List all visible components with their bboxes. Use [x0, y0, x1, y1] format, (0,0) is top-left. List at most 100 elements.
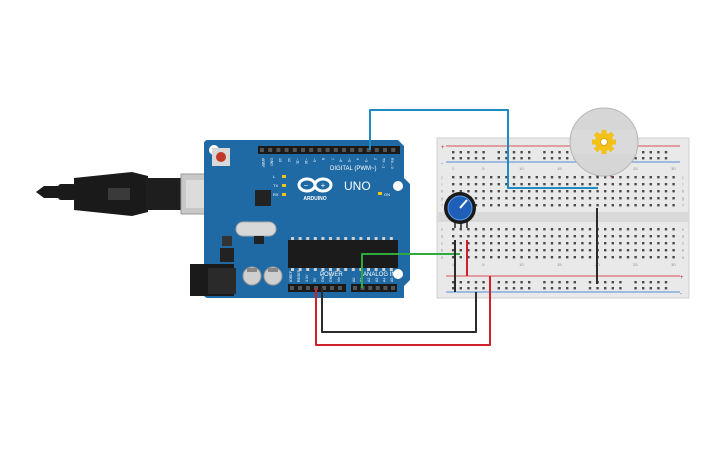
breadboard-hole[interactable]: [520, 190, 523, 193]
rail-hole[interactable]: [573, 287, 576, 290]
header-pin[interactable]: [306, 286, 310, 290]
breadboard-hole[interactable]: [573, 249, 576, 252]
breadboard-hole[interactable]: [528, 190, 531, 193]
rail-hole[interactable]: [634, 281, 637, 284]
breadboard-hole[interactable]: [626, 228, 630, 231]
rail-hole[interactable]: [611, 281, 614, 284]
breadboard-hole[interactable]: [634, 204, 637, 207]
breadboard-hole[interactable]: [604, 228, 607, 231]
rail-hole[interactable]: [550, 157, 554, 160]
breadboard-hole[interactable]: [535, 249, 538, 252]
breadboard-hole[interactable]: [452, 249, 455, 252]
breadboard-hole[interactable]: [573, 228, 576, 231]
breadboard-hole[interactable]: [543, 190, 546, 193]
breadboard-hole[interactable]: [505, 256, 508, 259]
rail-hole[interactable]: [550, 281, 554, 284]
breadboard-hole[interactable]: [528, 249, 531, 252]
rail-hole[interactable]: [642, 157, 645, 160]
breadboard-hole[interactable]: [520, 183, 523, 186]
breadboard-hole[interactable]: [459, 176, 462, 179]
header-pin[interactable]: [309, 148, 314, 152]
breadboard-hole[interactable]: [649, 228, 652, 231]
breadboard-hole[interactable]: [474, 228, 478, 231]
rail-hole[interactable]: [505, 281, 508, 284]
breadboard-hole[interactable]: [588, 256, 592, 259]
breadboard-hole[interactable]: [573, 197, 576, 200]
breadboard-hole[interactable]: [611, 242, 614, 245]
breadboard-hole[interactable]: [467, 228, 470, 231]
breadboard-hole[interactable]: [482, 190, 485, 193]
breadboard-hole[interactable]: [581, 256, 584, 259]
breadboard-hole[interactable]: [550, 242, 554, 245]
breadboard-hole[interactable]: [634, 256, 637, 259]
rail-hole[interactable]: [588, 281, 592, 284]
breadboard-hole[interactable]: [558, 183, 561, 186]
rail-hole[interactable]: [619, 287, 622, 290]
breadboard-hole[interactable]: [490, 249, 493, 252]
breadboard[interactable]: + - + - 115510101515202025253030jjiihhgg…: [436, 137, 690, 299]
breadboard-hole[interactable]: [528, 242, 531, 245]
rail-hole[interactable]: [505, 157, 508, 160]
breadboard-hole[interactable]: [604, 256, 607, 259]
breadboard-hole[interactable]: [566, 228, 569, 231]
rail-hole[interactable]: [550, 151, 554, 154]
breadboard-hole[interactable]: [512, 242, 516, 245]
breadboard-hole[interactable]: [505, 183, 508, 186]
breadboard-hole[interactable]: [535, 197, 538, 200]
breadboard-hole[interactable]: [581, 249, 584, 252]
header-pin[interactable]: [374, 148, 379, 152]
breadboard-hole[interactable]: [634, 197, 637, 200]
breadboard-hole[interactable]: [535, 235, 538, 238]
header-pin[interactable]: [383, 286, 388, 290]
breadboard-hole[interactable]: [512, 256, 516, 259]
breadboard-hole[interactable]: [474, 235, 478, 238]
rail-hole[interactable]: [558, 157, 561, 160]
rail-hole[interactable]: [528, 151, 531, 154]
breadboard-hole[interactable]: [596, 190, 599, 193]
rail-hole[interactable]: [664, 287, 668, 290]
header-pin[interactable]: [391, 148, 396, 152]
header-pin[interactable]: [350, 148, 355, 152]
breadboard-hole[interactable]: [634, 228, 637, 231]
breadboard-hole[interactable]: [611, 204, 614, 207]
breadboard-hole[interactable]: [497, 235, 500, 238]
breadboard-hole[interactable]: [657, 176, 660, 179]
rail-hole[interactable]: [520, 151, 523, 154]
breadboard-hole[interactable]: [588, 228, 592, 231]
rail-hole[interactable]: [497, 281, 500, 284]
breadboard-hole[interactable]: [520, 256, 523, 259]
breadboard-hole[interactable]: [672, 228, 675, 231]
rail-hole[interactable]: [474, 151, 478, 154]
header-pin[interactable]: [325, 148, 330, 152]
breadboard-hole[interactable]: [626, 183, 630, 186]
breadboard-hole[interactable]: [657, 183, 660, 186]
breadboard-hole[interactable]: [528, 256, 531, 259]
breadboard-hole[interactable]: [543, 249, 546, 252]
rail-hole[interactable]: [512, 287, 516, 290]
breadboard-hole[interactable]: [634, 249, 637, 252]
breadboard-hole[interactable]: [596, 176, 599, 179]
breadboard-hole[interactable]: [512, 197, 516, 200]
rail-hole[interactable]: [664, 281, 668, 284]
breadboard-hole[interactable]: [619, 235, 622, 238]
wire-black-ground[interactable]: [321, 288, 477, 333]
rail-hole[interactable]: [482, 157, 485, 160]
potentiometer[interactable]: [444, 192, 476, 228]
rail-hole[interactable]: [497, 151, 500, 154]
breadboard-hole[interactable]: [550, 176, 554, 179]
rail-hole[interactable]: [558, 281, 561, 284]
breadboard-hole[interactable]: [619, 256, 622, 259]
rail-hole[interactable]: [520, 281, 523, 284]
breadboard-hole[interactable]: [619, 197, 622, 200]
breadboard-hole[interactable]: [474, 256, 478, 259]
breadboard-hole[interactable]: [505, 249, 508, 252]
breadboard-hole[interactable]: [550, 256, 554, 259]
breadboard-hole[interactable]: [596, 197, 599, 200]
rail-hole[interactable]: [642, 281, 645, 284]
breadboard-hole[interactable]: [535, 190, 538, 193]
breadboard-hole[interactable]: [649, 183, 652, 186]
breadboard-hole[interactable]: [459, 183, 462, 186]
breadboard-hole[interactable]: [566, 190, 569, 193]
breadboard-hole[interactable]: [543, 256, 546, 259]
rail-hole[interactable]: [649, 151, 652, 154]
